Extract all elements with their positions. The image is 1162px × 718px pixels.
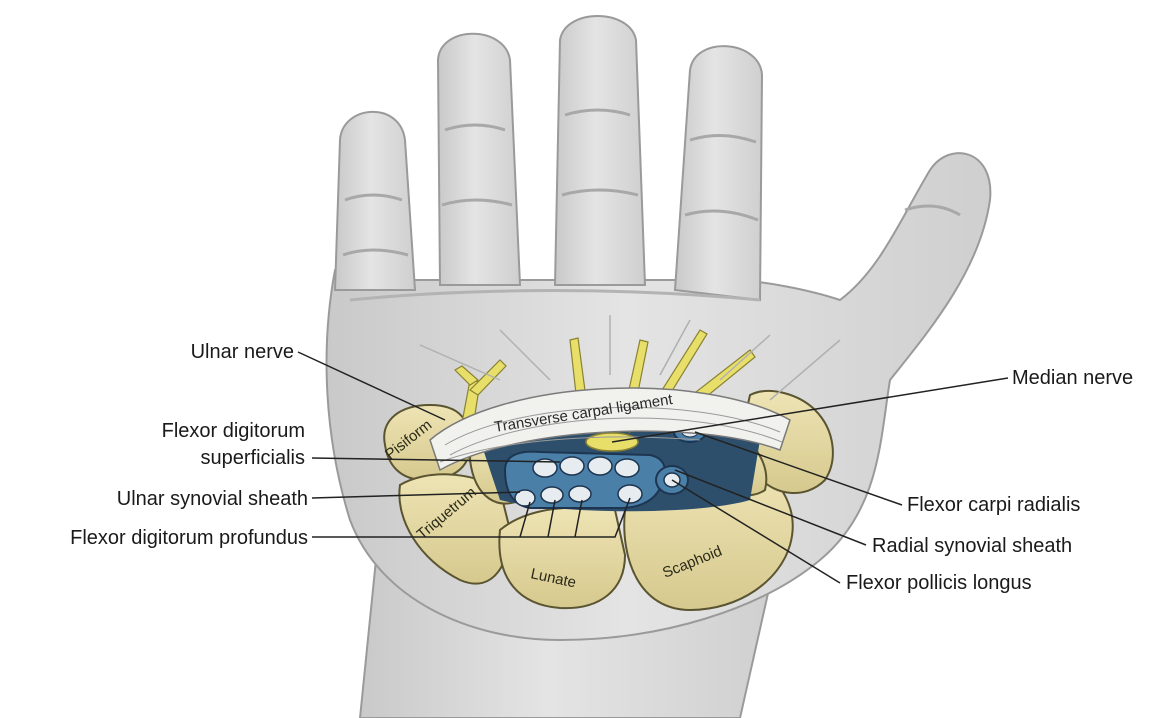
- middle-finger: [555, 16, 645, 285]
- ulnar-synovial-sheath-label: Ulnar synovial sheath: [117, 488, 308, 510]
- fds-label-line2: superficialis: [201, 447, 305, 469]
- median-nerve-label: Median nerve: [1012, 367, 1133, 389]
- ulnar-nerve-label: Ulnar nerve: [191, 341, 294, 363]
- fds-label-line1: Flexor digitorum: [162, 420, 305, 442]
- lunate-bone: [499, 507, 625, 608]
- flexor-pollicis-longus-label: Flexor pollicis longus: [846, 572, 1032, 594]
- ring-finger: [438, 34, 520, 285]
- index-finger: [675, 46, 762, 300]
- radial-synovial-sheath-label: Radial synovial sheath: [872, 535, 1072, 557]
- little-finger: [335, 112, 415, 290]
- flexor-carpi-radialis-label: Flexor carpi radialis: [907, 494, 1080, 516]
- fdp-label: Flexor digitorum profundus: [70, 527, 308, 549]
- hand: [327, 16, 991, 718]
